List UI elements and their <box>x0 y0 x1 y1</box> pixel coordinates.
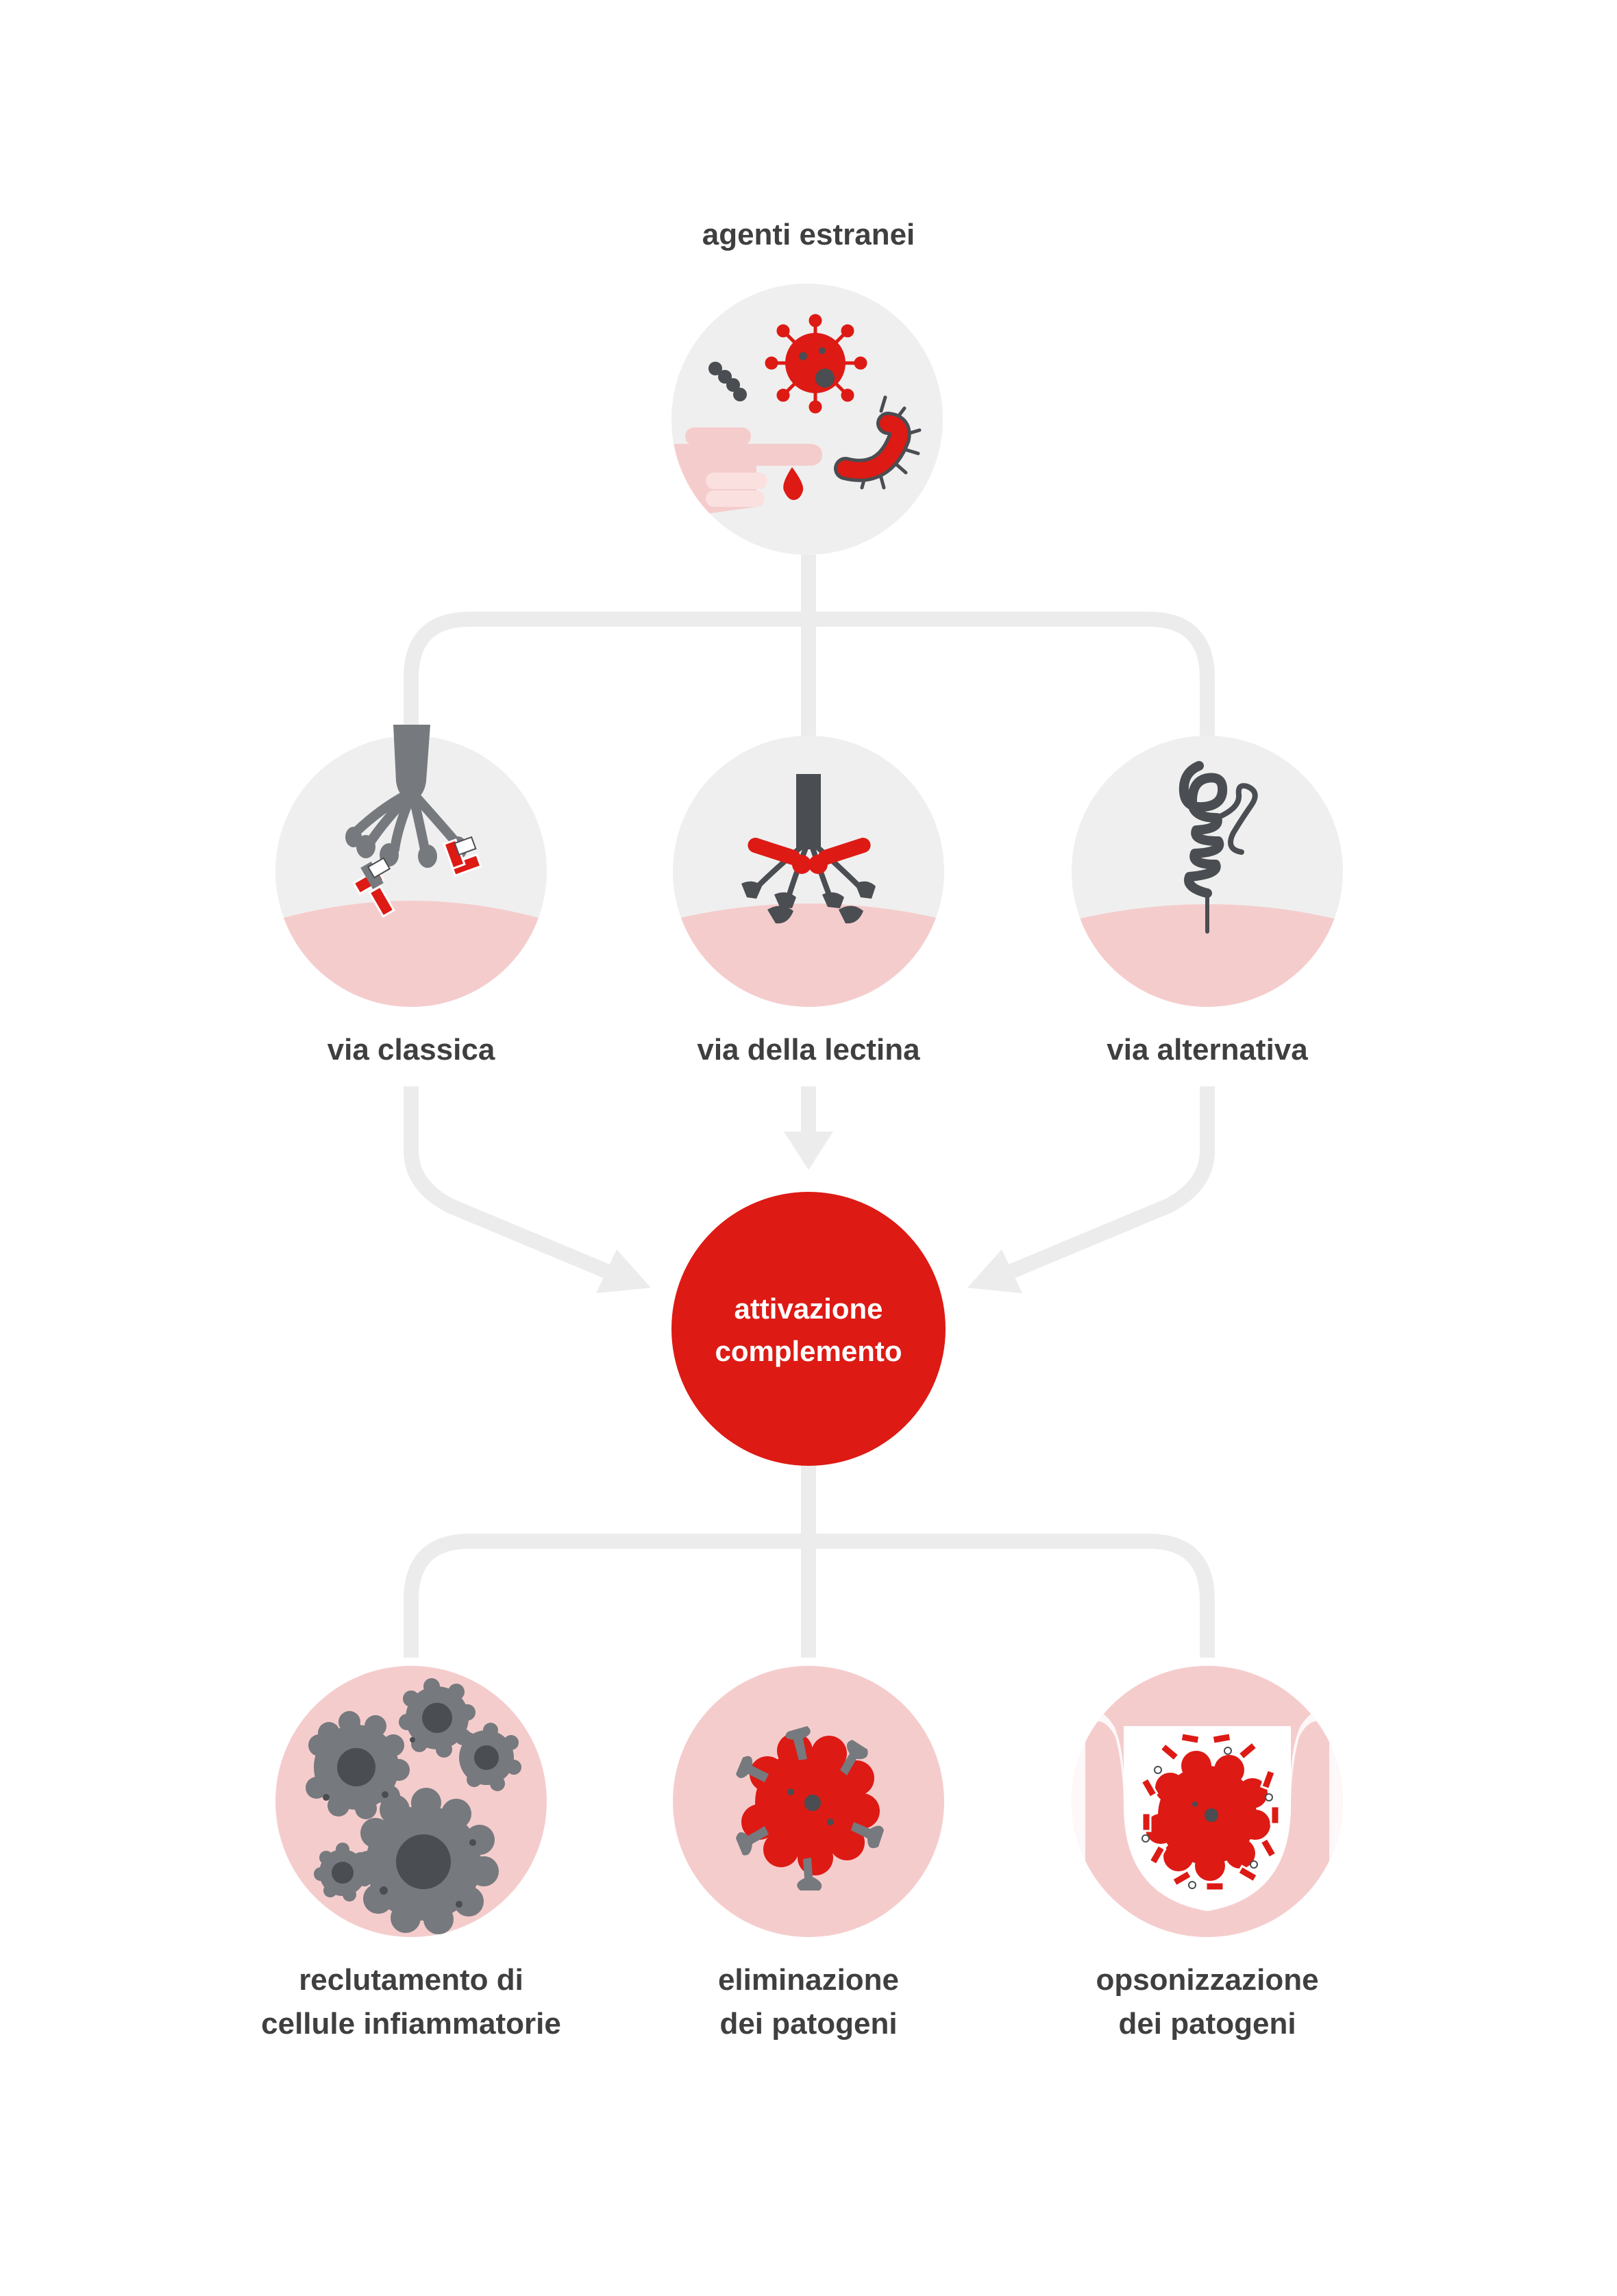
arrowhead-classica <box>596 1249 651 1293</box>
recruitment-circle <box>275 1666 547 1937</box>
alternative-pathway-circle <box>1072 736 1343 1007</box>
arrowhead-alternativa <box>967 1249 1022 1293</box>
outcome-label-elimination-line2: dei patogeni <box>719 2007 898 2041</box>
mac-pore-icons <box>736 1726 884 1891</box>
streptococcus-icon <box>708 362 747 401</box>
bacillus-icon <box>834 395 922 490</box>
connector-alternativa-arrow <box>998 1086 1215 1283</box>
opsonization-circle <box>1072 1666 1343 1937</box>
outcome-label-recruitment-line1: reclutamento di <box>299 1963 523 1997</box>
antibody-right-icon <box>443 836 482 877</box>
pathway-label-lectina: via della lectina <box>697 1033 920 1066</box>
protein-coil-icon <box>1178 761 1258 934</box>
mbl-molecule-icon <box>741 774 876 924</box>
pathway-label-alternativa: via alternativa <box>1107 1033 1308 1066</box>
pathway-label-classica: via classica <box>327 1033 495 1066</box>
antibody-ring <box>1139 1732 1281 1892</box>
center-label-line2: complemento <box>715 1335 902 1367</box>
outcome-label-elimination-line1: eliminazione <box>717 1963 900 1997</box>
elimination-circle <box>673 1666 944 1937</box>
foreign-agents-circle <box>671 284 943 555</box>
connector-top-branch <box>404 612 1215 736</box>
connectors <box>404 555 1215 1658</box>
outcome-label-opsonization-line2: dei patogeni <box>1118 2007 1296 2041</box>
classical-pathway-circle <box>275 725 547 1007</box>
arrowhead-lectina <box>784 1132 833 1170</box>
complement-activation-circle <box>671 1192 946 1466</box>
opsonized-pathogen-icon <box>1139 1732 1281 1892</box>
membrane-attack-icon <box>736 1726 884 1891</box>
lectin-pathway-circle <box>673 736 944 1007</box>
antibody-left-icon <box>352 857 395 918</box>
connector-classica-arrow <box>404 1086 620 1283</box>
outcome-label-recruitment-line2: cellule infiammatorie <box>261 2007 561 2041</box>
top-label: agenti estranei <box>702 218 915 251</box>
arrowheads <box>596 1132 1022 1293</box>
connector-bottom-branch <box>404 1534 1215 1658</box>
blood-drop-icon <box>783 467 804 500</box>
outcome-label-opsonization-line1: opsonizzazione <box>1096 1963 1319 1997</box>
inflammatory-cells-icon <box>306 1678 521 1934</box>
virus-icon <box>765 314 867 414</box>
center-label-line1: attivazione <box>734 1293 883 1325</box>
